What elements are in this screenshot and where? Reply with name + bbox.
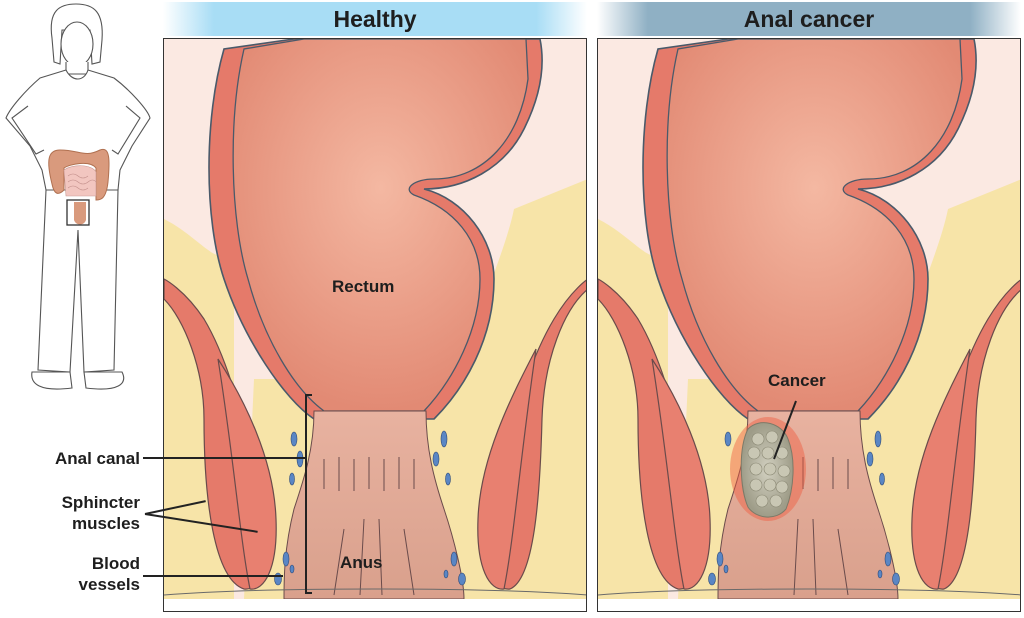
healthy-anatomy-illustration bbox=[164, 39, 586, 611]
sphincter-text-line2: muscles bbox=[71, 514, 140, 533]
anal-canal-label: Anal canal bbox=[0, 448, 140, 469]
blood-vessels-leader-line bbox=[143, 575, 283, 577]
sphincter-muscles-label: Sphincter muscles bbox=[0, 492, 140, 534]
sphincter-text-line1: Sphincter bbox=[61, 493, 140, 512]
blood-vessels-label: Blood vessels bbox=[0, 553, 140, 595]
anal-canal-leader-line bbox=[143, 457, 305, 459]
blood-vessels-text-line2: vessels bbox=[78, 575, 140, 594]
healthy-panel: Rectum Anus bbox=[163, 38, 587, 612]
cancer-anatomy-illustration bbox=[598, 39, 1020, 611]
cancer-label: Cancer bbox=[768, 371, 826, 390]
cancer-title-banner: Anal cancer bbox=[597, 2, 1021, 36]
anus-label: Anus bbox=[340, 553, 383, 572]
healthy-title-banner: Healthy bbox=[163, 2, 587, 36]
person-figure-icon bbox=[5, 3, 151, 390]
highlight-box bbox=[66, 199, 90, 226]
rectum-label: Rectum bbox=[332, 277, 395, 296]
anal-canal-text: Anal canal bbox=[54, 449, 140, 468]
cancer-panel: Cancer bbox=[597, 38, 1021, 612]
person-figure bbox=[0, 0, 160, 400]
blood-vessels-text-line1: Blood bbox=[91, 554, 140, 573]
